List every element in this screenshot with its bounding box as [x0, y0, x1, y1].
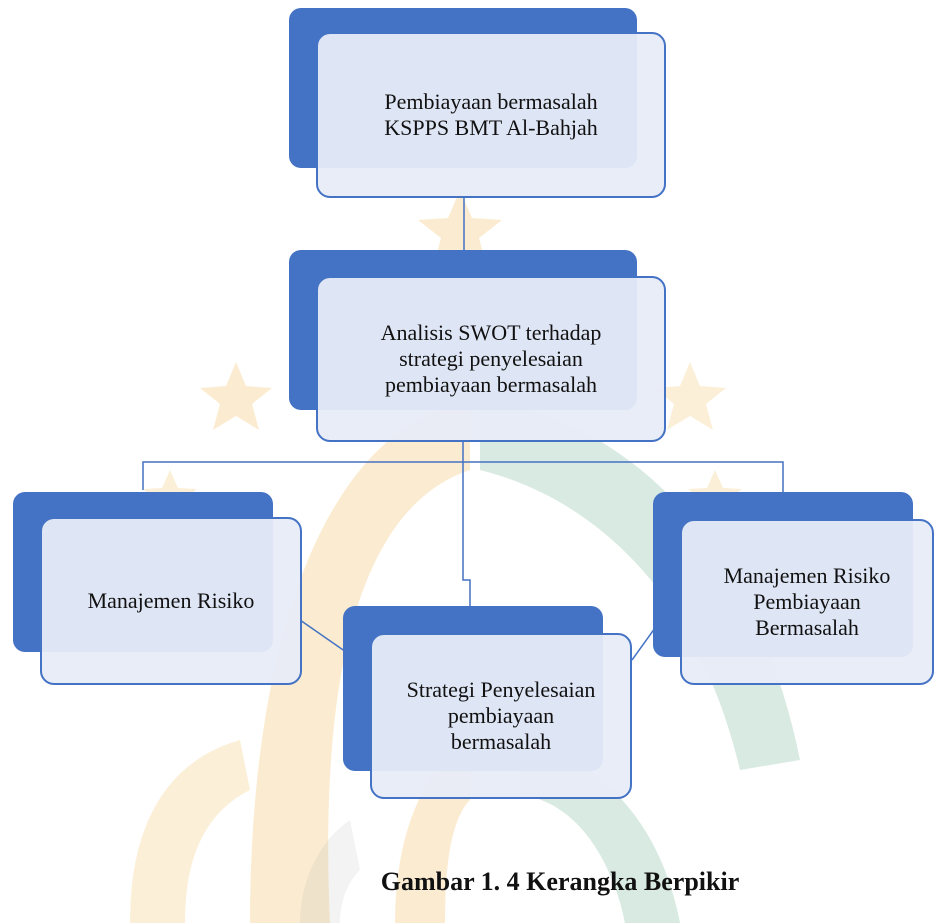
node-middle-box: Analisis SWOT terhadap strategi penyeles… [316, 276, 666, 442]
watermark-star-top [418, 190, 502, 268]
node-right-box: Manajemen Risiko Pembiayaan Bermasalah [680, 519, 934, 685]
watermark-star-left [200, 362, 272, 430]
figure-caption: Gambar 1. 4 Kerangka Berpikir [380, 867, 740, 896]
node-left-line-1: Manajemen Risiko [87, 588, 255, 613]
connector-middle-bottom [462, 440, 471, 606]
node-right-line-3: Bermasalah [755, 615, 859, 640]
node-bottom-line-2: pembiayaan [447, 703, 555, 728]
watermark-arc-orange [250, 400, 470, 923]
node-middle-line-1: Analisis SWOT terhadap [380, 320, 602, 345]
node-bottom-line-3: bermasalah [450, 729, 552, 754]
connector-branch-horizontal [142, 461, 784, 492]
connector-bottom-right [631, 627, 656, 661]
node-right-line-2: Pembiayaan [753, 589, 861, 614]
node-right-line-1: Manajemen Risiko [723, 563, 891, 588]
watermark-star-right [654, 362, 726, 430]
watermark-arc-orange-left [130, 740, 250, 923]
node-top-line-1: Pembiayaan bermasalah [384, 89, 598, 114]
node-bottom-box: Strategi Penyelesaian pembiayaan bermasa… [370, 633, 632, 799]
node-top-line-2: KSPPS BMT Al-Bahjah [384, 115, 598, 140]
node-middle-line-3: pembiayaan bermasalah [385, 372, 597, 397]
node-middle-line-2: strategi penyelesaian [399, 346, 583, 371]
watermark-arc-grey [300, 820, 360, 923]
node-bottom-line-1: Strategi Penyelesaian [406, 677, 596, 702]
node-left-box: Manajemen Risiko [40, 517, 302, 685]
node-top-box: Pembiayaan bermasalah KSPPS BMT Al-Bahja… [316, 32, 666, 198]
